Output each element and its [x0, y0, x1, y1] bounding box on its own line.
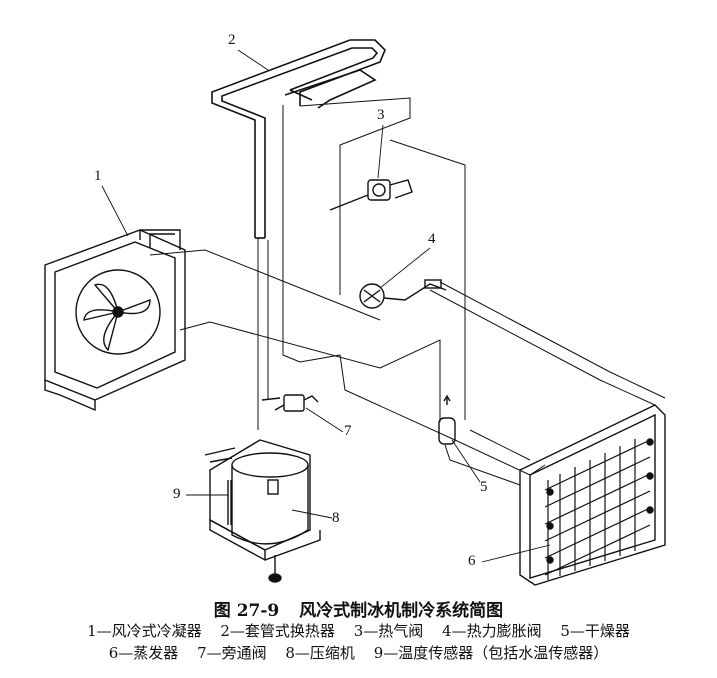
callout-3: 3 [377, 107, 385, 123]
legend-item: 5—干燥器 [560, 622, 630, 640]
legend-item: 9—温度传感器（包括水温传感器） [373, 644, 609, 662]
callout-6: 6 [468, 553, 476, 569]
figure-caption: 图 27-9 风冷式制冰机制冷系统简图 [0, 596, 717, 621]
temperature-sensor [227, 480, 232, 525]
bypass-valve [261, 394, 319, 412]
callout-leaders [101, 49, 551, 563]
hot-gas-valve [329, 179, 413, 211]
thermal-expansion-valve [359, 279, 447, 309]
callout-9: 9 [173, 486, 181, 502]
legend-line-2: 6—蒸发器 7—旁通阀 8—压缩机 9—温度传感器（包括水温传感器） [0, 642, 717, 663]
callout-2: 2 [228, 32, 236, 48]
callout-1: 1 [94, 168, 102, 184]
figure-title: 风冷式制冰机制冷系统简图 [299, 601, 504, 621]
legend-item: 2—套管式换热器 [220, 622, 335, 640]
legend-item: 6—蒸发器 [108, 644, 179, 662]
tube-heat-exchanger [211, 39, 386, 239]
legend-item: 3—热气阀 [353, 622, 424, 640]
air-cooled-condenser [44, 229, 186, 412]
compressor [204, 439, 321, 583]
legend-item: 7—旁通阀 [197, 644, 267, 662]
legend-line-1: 1—风冷式冷凝器 2—套管式换热器 3—热气阀 4—热力膨胀阀 5—干燥器 [0, 620, 717, 641]
refrigerant-piping [149, 97, 666, 486]
filter-drier [438, 394, 456, 445]
callout-7: 7 [344, 423, 352, 439]
callout-8: 8 [332, 510, 340, 526]
figure-number: 图 27-9 [213, 601, 280, 621]
evaporator [519, 404, 666, 586]
legend-item: 4—热力膨胀阀 [442, 622, 542, 640]
callout-5: 5 [480, 479, 488, 495]
callout-4: 4 [428, 231, 436, 247]
legend-item: 8—压缩机 [285, 644, 355, 662]
legend-item: 1—风冷式冷凝器 [87, 622, 202, 640]
